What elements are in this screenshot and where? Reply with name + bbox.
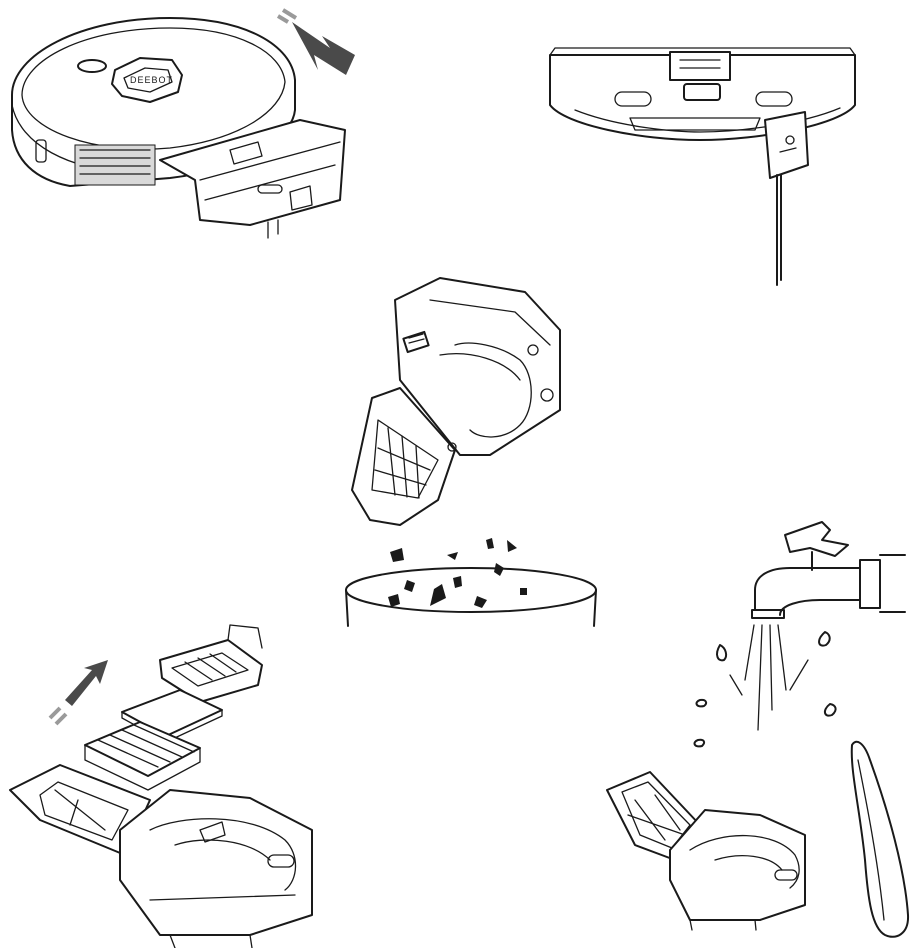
water-drops-icon (693, 624, 837, 748)
cleaning-brush-icon (850, 740, 910, 938)
trash-can-icon (345, 567, 597, 627)
step-open-bin-lid (549, 47, 856, 286)
step-remove-filters (9, 624, 313, 948)
bin-lid-open (764, 111, 809, 179)
arrow-icon (48, 660, 108, 726)
filter-frame (159, 624, 263, 703)
step-rinse-bin (606, 521, 910, 938)
hepa-filter (84, 721, 201, 791)
step-remove-dustbin: DEEBOT (11, 8, 355, 239)
robot-vent (74, 144, 156, 186)
arrow-icon (276, 8, 355, 75)
robot-button (77, 59, 107, 73)
lidar-turret: DEEBOT (111, 57, 183, 103)
dustbin-open (9, 764, 313, 948)
robot-vacuum: DEEBOT (11, 17, 296, 187)
release-tab (776, 174, 782, 286)
dustbin-pulled-out (159, 119, 346, 239)
debris (388, 538, 527, 608)
robot-logo: DEEBOT (130, 75, 173, 85)
faucet-icon (751, 521, 906, 619)
dustbin-tilted (351, 277, 561, 526)
dustbin-rinsed (606, 771, 806, 931)
step-empty-bin (345, 277, 597, 627)
